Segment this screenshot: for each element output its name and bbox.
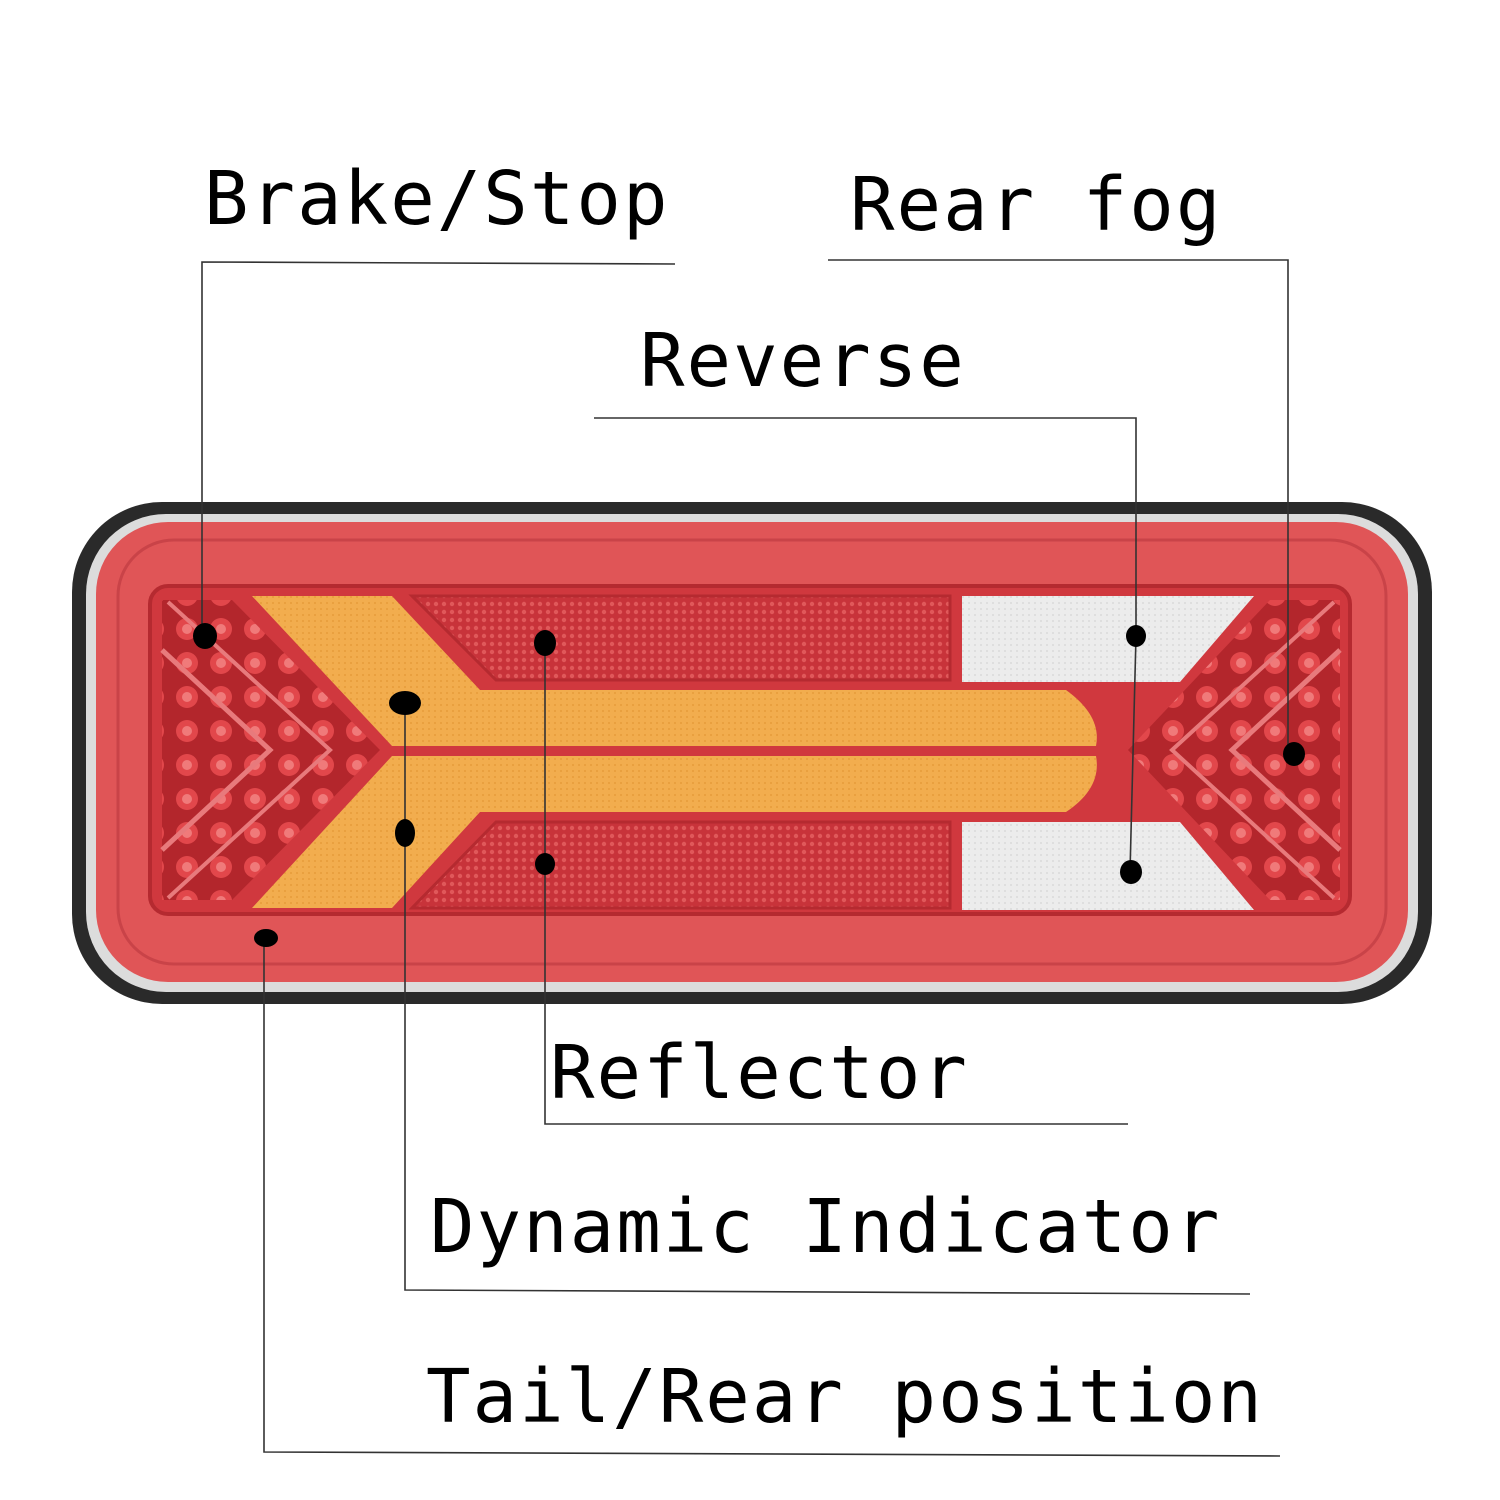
leader-tail	[263, 938, 1281, 1457]
dot-tail	[254, 929, 278, 947]
leader-lines	[201, 259, 1289, 1457]
dot-fog	[1283, 742, 1305, 766]
label-reflector: Reflector	[550, 1030, 969, 1116]
leader-reverse-lower	[1129, 635, 1137, 873]
dot-dynamic-bottom	[395, 819, 415, 847]
dot-brake	[193, 623, 217, 649]
reverse-block-top	[962, 596, 1254, 682]
indicator-arrow-bottom	[252, 756, 1097, 908]
dot-dynamic-top	[389, 691, 421, 715]
leader-brake	[201, 261, 676, 636]
label-tail-rear-position: Tail/Rear position	[426, 1354, 1264, 1440]
reflector-top	[408, 594, 952, 682]
leader-reflector	[544, 643, 1128, 1125]
leader-fog	[828, 259, 1289, 754]
dot-reverse-bottom	[1120, 860, 1142, 884]
reverse-block-bottom	[962, 822, 1254, 910]
label-rear-fog: Rear fog	[850, 162, 1223, 248]
reflector-bottom	[408, 820, 952, 910]
label-reverse: Reverse	[640, 318, 966, 404]
dot-reverse-top	[1126, 625, 1146, 647]
leader-reverse	[594, 417, 1137, 636]
label-brake-stop: Brake/Stop	[204, 156, 670, 242]
indicator-arrow-top	[252, 596, 1097, 746]
marker-dots	[193, 623, 1305, 947]
leader-dynamic	[404, 703, 1251, 1295]
label-dynamic-indicator: Dynamic Indicator	[430, 1184, 1222, 1270]
dot-reflector-top	[534, 630, 556, 656]
dot-reflector-bottom	[535, 853, 555, 875]
